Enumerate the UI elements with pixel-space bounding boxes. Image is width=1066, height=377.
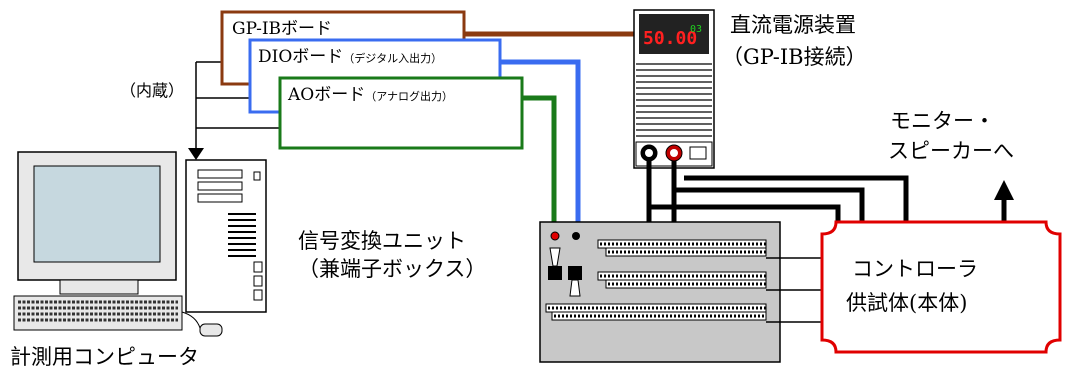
controller-line1: コントローラ	[852, 257, 978, 281]
supply-name: 直流電源装置	[730, 13, 856, 37]
controller-signal-lines	[766, 257, 830, 323]
unit-switch-2	[568, 266, 582, 280]
supply-display-value: 50.00	[643, 28, 697, 49]
computer-screen	[33, 165, 161, 263]
power-wires	[646, 161, 1007, 222]
monitor-line1: モニター・	[890, 109, 995, 133]
unit-led-black	[572, 232, 580, 240]
computer-keyboard	[13, 295, 183, 331]
controller-line2: 供試体(本体)	[846, 291, 967, 315]
gpib-board-label: GP-IBボード	[232, 19, 332, 39]
ao-cable	[522, 95, 557, 222]
monitor-line2: スピーカーへ	[888, 139, 1014, 163]
monitor-arrow	[994, 180, 1014, 200]
signal-conversion-unit	[539, 221, 781, 363]
ao-board-label: AOボード（アナログ出力）	[287, 85, 453, 105]
unit-led-red	[550, 231, 560, 241]
ao-board	[278, 76, 524, 150]
supply-display	[639, 14, 709, 54]
supply-display-unit: 03	[690, 24, 702, 35]
supply-connection: （GP-IB接続）	[722, 45, 867, 69]
dc-power-supply: 50.00 03	[633, 9, 715, 169]
measurement-computer	[13, 151, 267, 337]
dio-cable	[500, 59, 581, 222]
unit-label-1: 信号変換ユニット	[298, 229, 466, 253]
unit-switch-1	[548, 266, 562, 280]
builtin-label: （内蔵）	[120, 81, 184, 100]
dio-board-label: DIOボード（デジタル入出力）	[258, 47, 442, 67]
computer-mouse	[199, 323, 223, 337]
unit-label-2: （兼端子ボックス）	[298, 257, 486, 281]
computer-label: 計測用コンピュータ	[10, 345, 199, 369]
internal-bus-lines	[188, 61, 280, 160]
controller-box	[820, 220, 1062, 354]
